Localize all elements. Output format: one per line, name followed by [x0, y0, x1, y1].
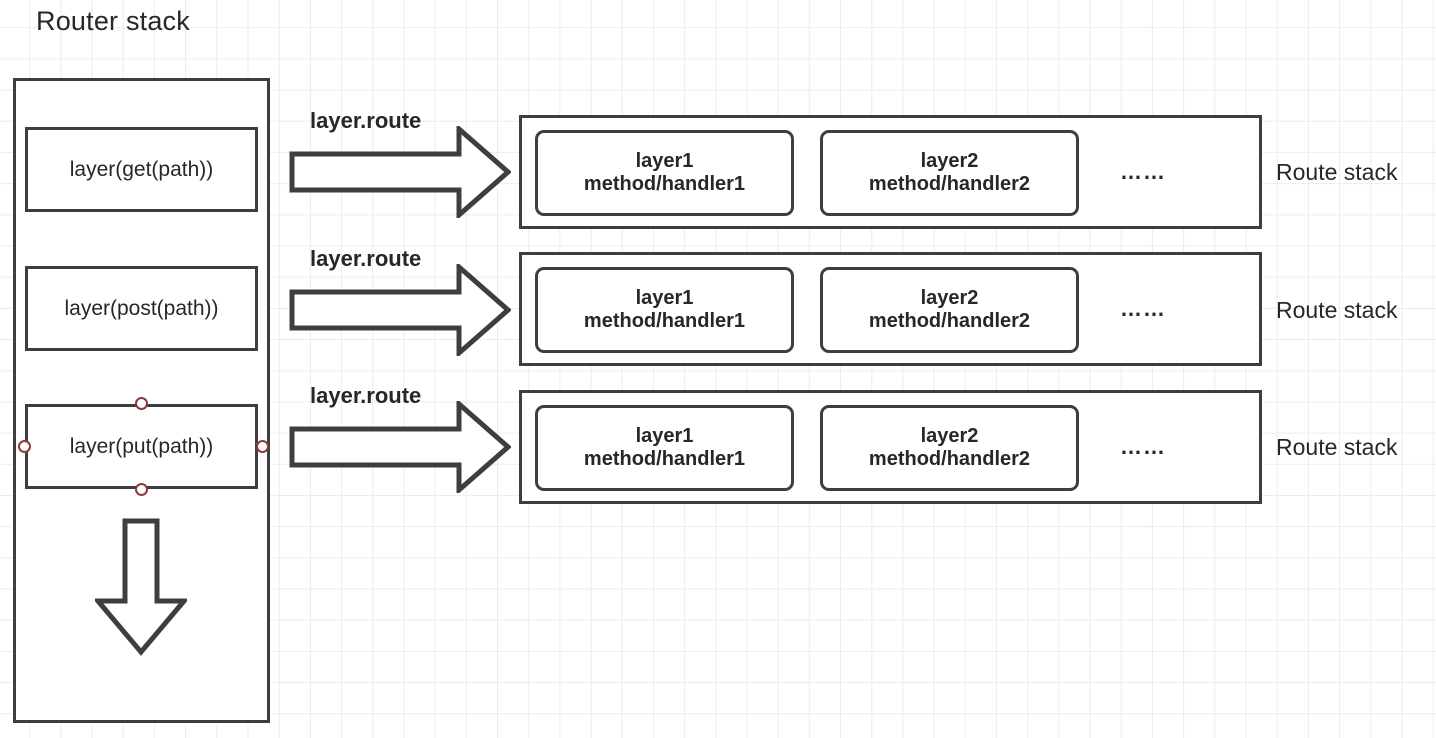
page-title: Router stack: [36, 6, 190, 36]
route-stack-label-1: Route stack: [1276, 159, 1398, 185]
route-layer-2-1-line2: method/handler1: [583, 310, 746, 332]
route-layer-3-2-line1: layer2: [920, 424, 979, 447]
router-layer-get-label: layer(get(path)): [69, 157, 214, 181]
layer-route-arrow-2: [289, 264, 511, 356]
layer-route-arrow-3: [289, 401, 511, 493]
route-layer-3-1-line1: layer1: [635, 424, 694, 447]
router-layer-post[interactable]: layer(post(path)): [25, 266, 258, 351]
route-layer-3-1-line2: method/handler1: [583, 448, 746, 470]
route-layer-1-1-line2: method/handler1: [583, 173, 746, 195]
route-stack-container-3[interactable]: layer1 method/handler1 layer2 method/han…: [519, 390, 1262, 504]
route-layer-1-1-line1: layer1: [635, 149, 694, 172]
router-layer-get[interactable]: layer(get(path)): [25, 127, 258, 212]
selection-handle-left[interactable]: [18, 440, 31, 453]
route-stack-container-2[interactable]: layer1 method/handler1 layer2 method/han…: [519, 252, 1262, 366]
down-block-arrow-icon: [95, 518, 187, 656]
route-layer-3-2-line2: method/handler2: [868, 448, 1031, 470]
selection-handle-top[interactable]: [135, 397, 148, 410]
route-layer-2-2[interactable]: layer2 method/handler2: [820, 267, 1079, 353]
route-layer-3-2[interactable]: layer2 method/handler2: [820, 405, 1079, 491]
route-layer-2-1-line1: layer1: [635, 286, 694, 309]
route-stack-container-1[interactable]: layer1 method/handler1 layer2 method/han…: [519, 115, 1262, 229]
route-ellipsis-3: ……: [1120, 434, 1166, 459]
router-layer-put[interactable]: layer(put(path)): [25, 404, 258, 489]
route-layer-2-1[interactable]: layer1 method/handler1: [535, 267, 794, 353]
route-layer-1-2-line2: method/handler2: [868, 173, 1031, 195]
route-stack-label-3: Route stack: [1276, 434, 1398, 460]
route-layer-1-2[interactable]: layer2 method/handler2: [820, 130, 1079, 216]
route-layer-3-1[interactable]: layer1 method/handler1: [535, 405, 794, 491]
selection-handle-bottom[interactable]: [135, 483, 148, 496]
layer-route-label-1: layer.route: [310, 108, 422, 133]
route-layer-2-2-line1: layer2: [920, 286, 979, 309]
route-ellipsis-2: ……: [1120, 296, 1166, 321]
router-layer-put-label: layer(put(path)): [69, 434, 214, 458]
selection-handle-right[interactable]: [256, 440, 269, 453]
route-layer-1-1[interactable]: layer1 method/handler1: [535, 130, 794, 216]
route-ellipsis-1: ……: [1120, 159, 1166, 184]
layer-route-label-3: layer.route: [310, 383, 422, 408]
layer-route-label-2: layer.route: [310, 246, 422, 271]
route-stack-label-2: Route stack: [1276, 297, 1398, 323]
router-layer-post-label: layer(post(path)): [64, 296, 219, 320]
route-layer-2-2-line2: method/handler2: [868, 310, 1031, 332]
layer-route-arrow-1: [289, 126, 511, 218]
route-layer-1-2-line1: layer2: [920, 149, 979, 172]
